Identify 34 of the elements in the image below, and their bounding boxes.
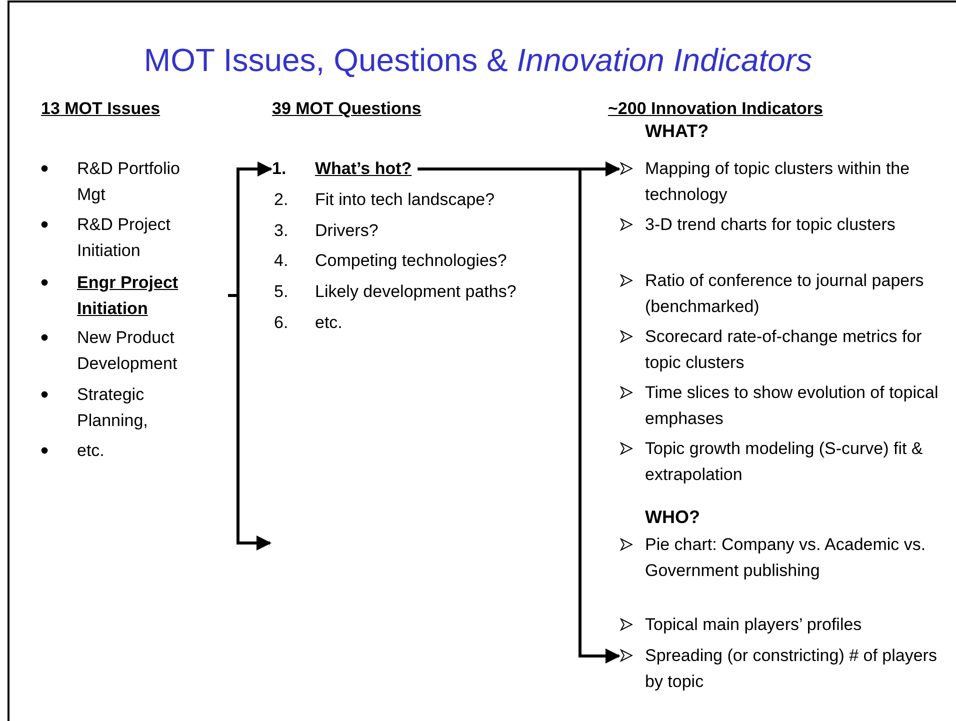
list-number: 3. [274, 220, 290, 242]
list-text: Competing technologies? [315, 250, 508, 272]
list-number: 4. [274, 250, 290, 272]
list-text: etc. [77, 440, 106, 462]
issue-text: Engr Project Initiation [77, 270, 222, 321]
list-text: R&D Project Initiation [77, 214, 172, 262]
indicator-text: Mapping of topic clusters within the technology [645, 158, 911, 206]
list-text: Likely development paths? [315, 281, 518, 303]
indicator-text: Spreading (or constricting) # of players by topic [645, 645, 938, 692]
list-text: Drivers? [315, 220, 380, 242]
list-text: Ratio of conference to journal papers (benchmarked) [645, 270, 925, 318]
list-text: Fit into tech landscape? [315, 189, 496, 211]
column-heading: ~200 Innovation Indicators [608, 98, 823, 120]
list-text: etc. [315, 312, 344, 334]
list-text: 3-D trend charts for topic clusters [645, 214, 896, 236]
list-number: 2. [274, 189, 290, 211]
list-text: Topic growth modeling (S-curve) fit & extrapolation [645, 438, 924, 486]
list-number: 6. [274, 312, 290, 334]
list-number: 1. [272, 158, 288, 180]
section-heading: WHAT? [645, 120, 709, 143]
list-text: New Product Development [77, 327, 178, 374]
slide-title: MOT Issues, Questions & Innovation Indicators [142, 41, 814, 80]
list-text: R&D Portfolio Mgt [77, 158, 181, 206]
section-heading: WHO? [645, 506, 700, 529]
list-number: 5. [274, 281, 290, 303]
list-text: Topical main players’ profiles [645, 614, 863, 636]
connector-arrow [228, 294, 272, 550]
question-text: What’s hot? [315, 158, 412, 180]
list-text: Time slices to show evolution of topical emphases [645, 382, 940, 430]
column-heading: 39 MOT Questions [272, 98, 422, 120]
column-heading: 13 MOT Issues [41, 98, 160, 120]
list-text: Scorecard rate-of-change metrics for topic clusters [645, 326, 923, 374]
connector-arrow [418, 168, 620, 664]
list-text: Pie chart: Company vs. Academic vs. Government publishing [645, 534, 927, 582]
